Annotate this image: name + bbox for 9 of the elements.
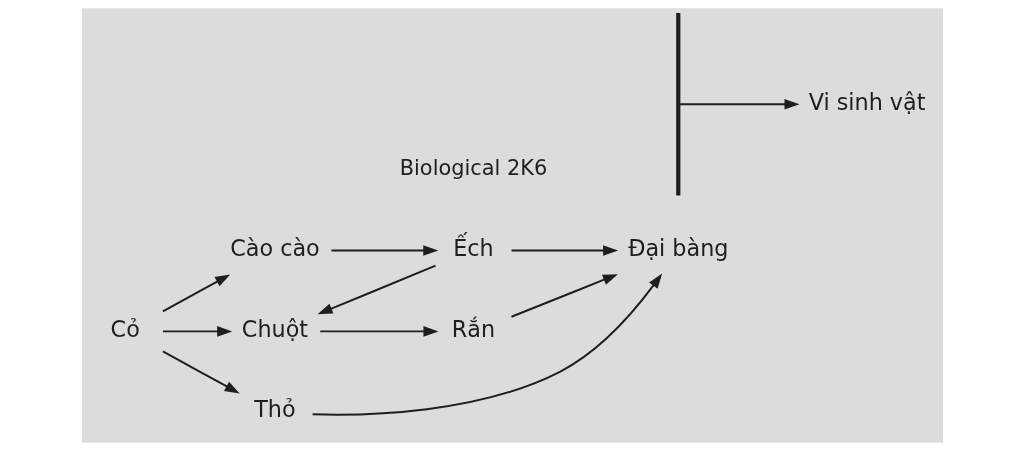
node-text: Ếch	[452, 234, 494, 261]
node-text: Đại bàng	[627, 234, 728, 261]
label: Biological 2K6	[399, 155, 547, 180]
node-text: Cào cào	[229, 234, 320, 261]
node-text: Rắn	[451, 315, 495, 342]
node-text: Thỏ	[253, 396, 296, 423]
node-text: Vi sinh vật	[808, 88, 925, 115]
node-text: Chuột	[241, 315, 308, 342]
node-text: Cỏ	[110, 315, 140, 342]
